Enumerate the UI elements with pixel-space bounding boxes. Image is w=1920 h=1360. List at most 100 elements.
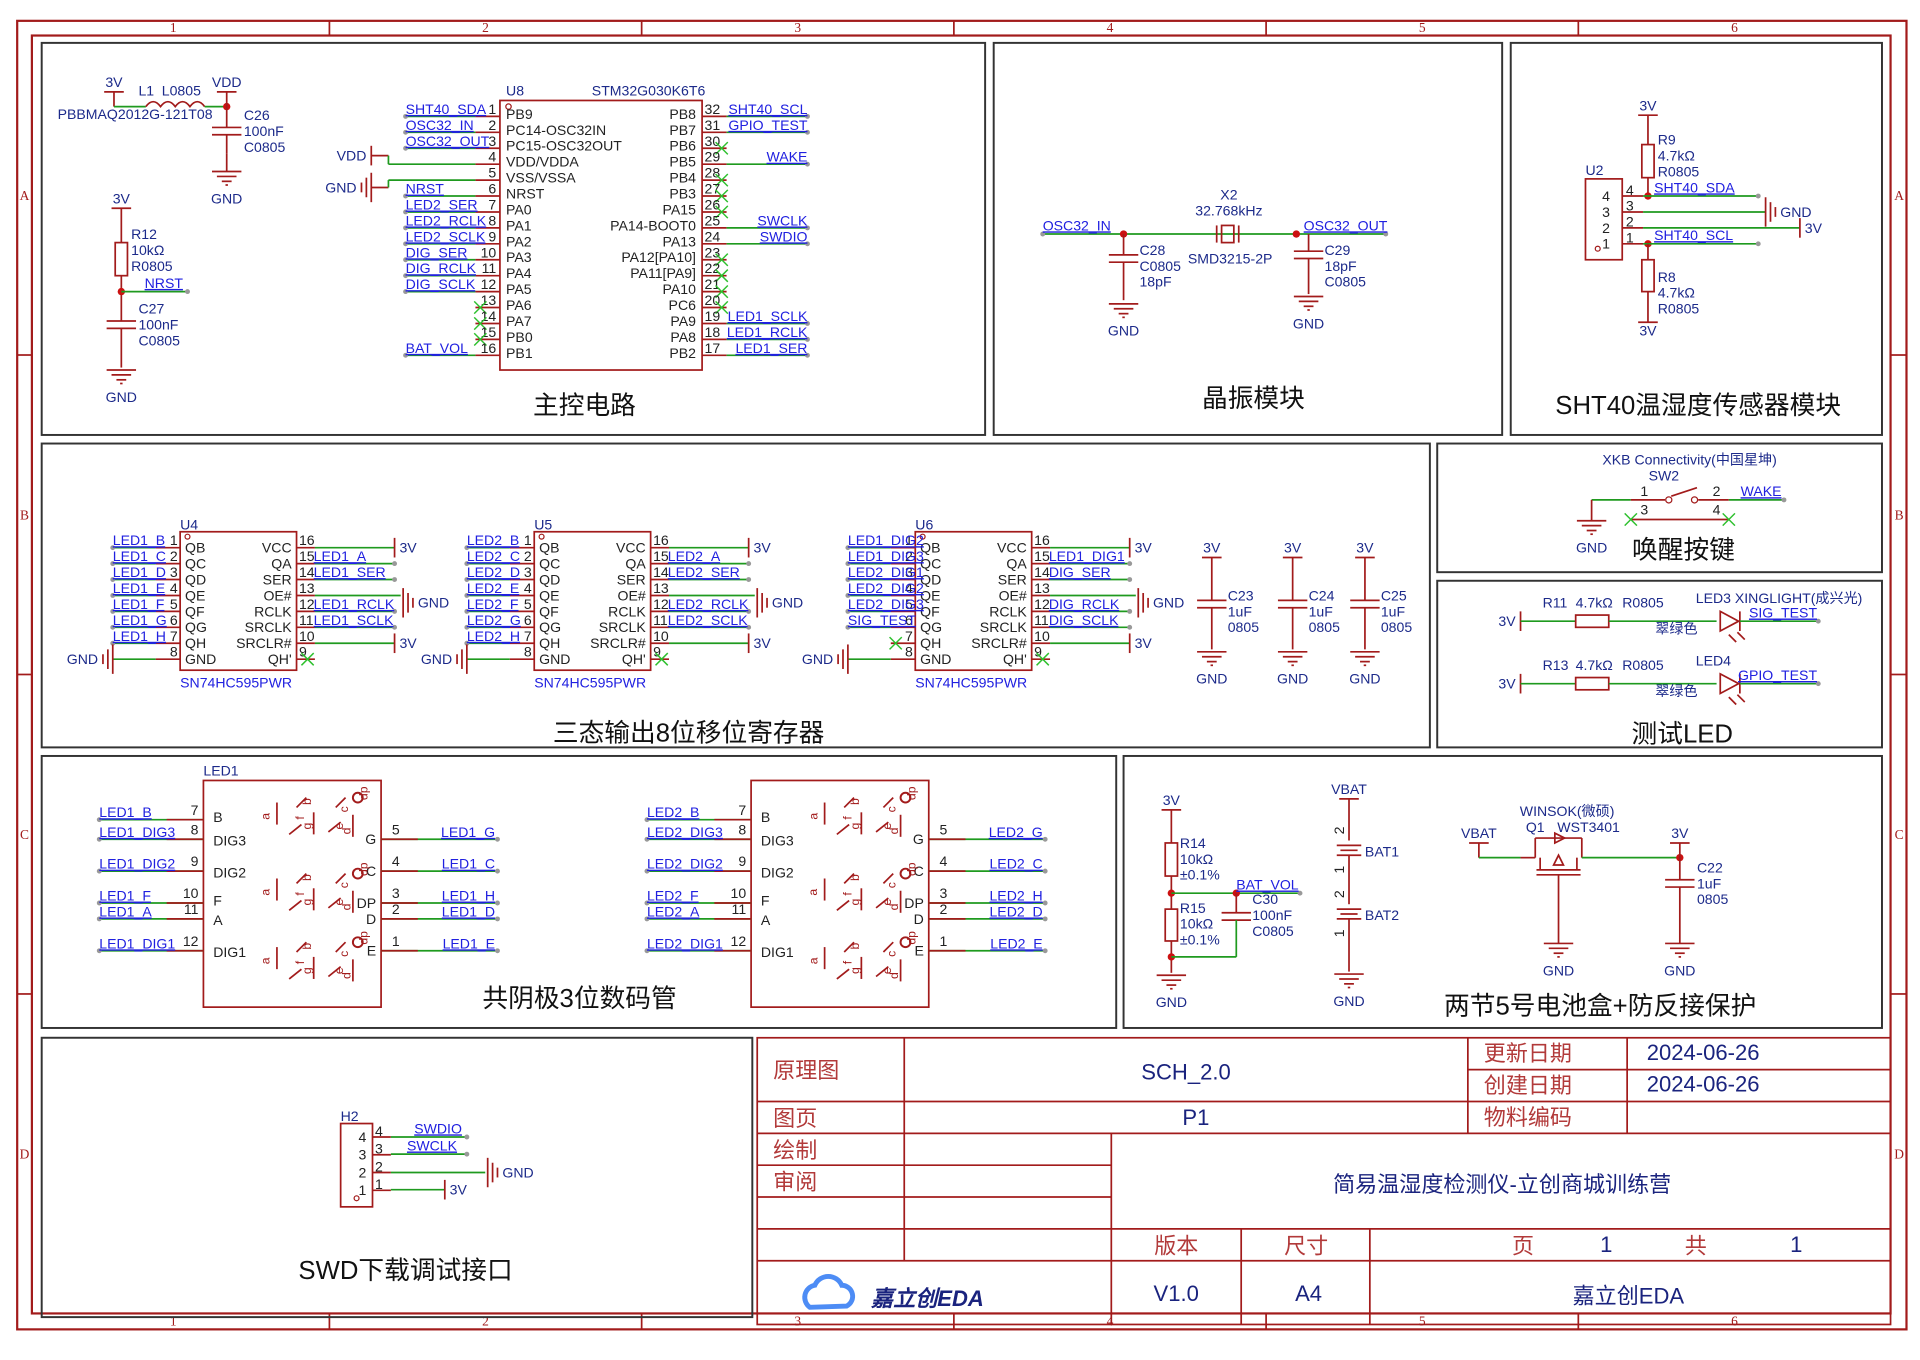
net-end-point [1127, 624, 1133, 630]
pin-name: E [367, 943, 376, 959]
pin-number: 28 [705, 165, 721, 181]
segment-letter: e [880, 967, 894, 974]
ground-icon [211, 170, 242, 186]
c30-label: C30 [1252, 891, 1278, 907]
c29-label: 18pF [1325, 258, 1357, 274]
battery-ref: BAT2 [1365, 907, 1399, 923]
net-end-point [1042, 948, 1048, 954]
pin-number: 1 [1640, 483, 1648, 499]
pin-name: QB [539, 540, 559, 556]
pin-number: 29 [705, 149, 721, 165]
pin-number: 11 [1034, 612, 1049, 628]
net-label: LED1_H [442, 888, 495, 904]
segment-letter: f [841, 892, 855, 896]
brand-name: 嘉立创EDA [1573, 1284, 1685, 1309]
net-label: DIG_RCLK [1049, 596, 1120, 612]
net-label: LED2_RCLK [668, 596, 749, 612]
segment-c [335, 872, 347, 884]
net-label: LED2_B [647, 804, 699, 820]
segment-letter: c [885, 806, 899, 812]
column-marker: 4 [1107, 1314, 1114, 1329]
segment-letter: g [848, 967, 862, 974]
net-label: LED2_E [467, 580, 519, 596]
pin-number: 2 [1713, 483, 1721, 499]
mosfet-ref: Q1 [1526, 819, 1545, 835]
pin-number: 30 [705, 133, 721, 149]
net-end-point [403, 257, 409, 263]
net-end-point [644, 916, 650, 922]
mosfet-part: WST3401 [1557, 819, 1620, 835]
c30-label: 100nF [1252, 907, 1292, 923]
led-light-arrow [1728, 696, 1737, 706]
no-connect-stroke [300, 652, 315, 666]
pin1-marker [505, 103, 512, 110]
pin-number: 10 [731, 885, 747, 901]
net-end-point [1040, 231, 1046, 237]
pin-number: 1 [359, 1182, 367, 1198]
crystal-ref: X2 [1220, 187, 1237, 203]
project-title: 简易温湿度检测仪-立创商城训练营 [1333, 1172, 1671, 1197]
pin-name: GND [185, 651, 216, 667]
pin-number: 2 [1626, 214, 1634, 230]
net-end-point [464, 640, 470, 646]
no-connect-icon [1036, 652, 1050, 666]
pin-number: 15 [653, 548, 669, 564]
segment-letter: d [339, 903, 353, 910]
net-label: WAKE [767, 149, 808, 165]
segment-letter: e [332, 822, 346, 829]
pin-name: QC [539, 556, 560, 572]
mcu-part: STM32G030K6T6 [592, 83, 706, 99]
decoupling-cap-label: C25 [1381, 587, 1407, 603]
segment-letter: c [337, 806, 351, 812]
net-end-point [464, 608, 470, 614]
page-label: 图页 [773, 1106, 817, 1131]
pin-number: 9 [738, 853, 746, 869]
segment-letter: dp [904, 931, 918, 945]
pin-name: DIG3 [761, 832, 794, 848]
power-label: 3V [450, 1182, 468, 1198]
pin-number: 1 [940, 933, 948, 949]
net-end-point [403, 193, 409, 199]
pin-number: 4 [359, 1129, 367, 1145]
net-end-point [644, 948, 650, 954]
pin-number: 5 [524, 596, 532, 612]
segment-letter: d [339, 827, 353, 834]
c29-label: C29 [1325, 242, 1351, 258]
title-block-frame [756, 1036, 1892, 1326]
segment-dp [899, 936, 912, 949]
pin-name: PA4 [506, 265, 532, 281]
pin-name: A [761, 912, 771, 928]
net-end-point [110, 608, 116, 614]
pin-name: PB8 [669, 106, 696, 122]
pin-name: DP [357, 895, 377, 911]
section-mcu [40, 41, 987, 436]
pin-number: 2 [392, 901, 400, 917]
segment-e [327, 897, 342, 909]
gnd-label: GND [502, 1164, 533, 1180]
pin-number: 4 [170, 580, 178, 596]
updated-date: 2024-06-26 [1647, 1040, 1760, 1065]
net-label: LED1_SCLK [314, 612, 394, 628]
net-label: GPIO_TEST [728, 117, 807, 133]
net-label: DIG_SER [406, 244, 468, 260]
segment-letter: g [848, 898, 862, 905]
net-label: LED2_G [467, 612, 521, 628]
pin-name: QH [920, 635, 941, 651]
pin-number: 21 [705, 276, 721, 292]
pin-number: 11 [482, 260, 497, 276]
swclk-label: SWCLK [407, 1137, 458, 1153]
net-end-point [96, 836, 102, 842]
size-label: 尺寸 [1284, 1233, 1328, 1258]
section-battery-title: 两节5号电池盒+防反接保护 [1444, 991, 1756, 1020]
shift-register-ref: U5 [534, 516, 552, 532]
pin-number: 9 [191, 853, 199, 869]
no-connect-stroke [1036, 652, 1050, 666]
page-number-label: 页 [1512, 1233, 1534, 1258]
net-end-point [96, 948, 102, 954]
pin-number: 8 [905, 644, 913, 660]
net-end-point [110, 577, 116, 582]
no-connect-stroke [1722, 512, 1736, 527]
switch-vendor: XKB Connectivity(中国星坤) [1602, 451, 1776, 467]
segment-letter: e [332, 967, 346, 974]
